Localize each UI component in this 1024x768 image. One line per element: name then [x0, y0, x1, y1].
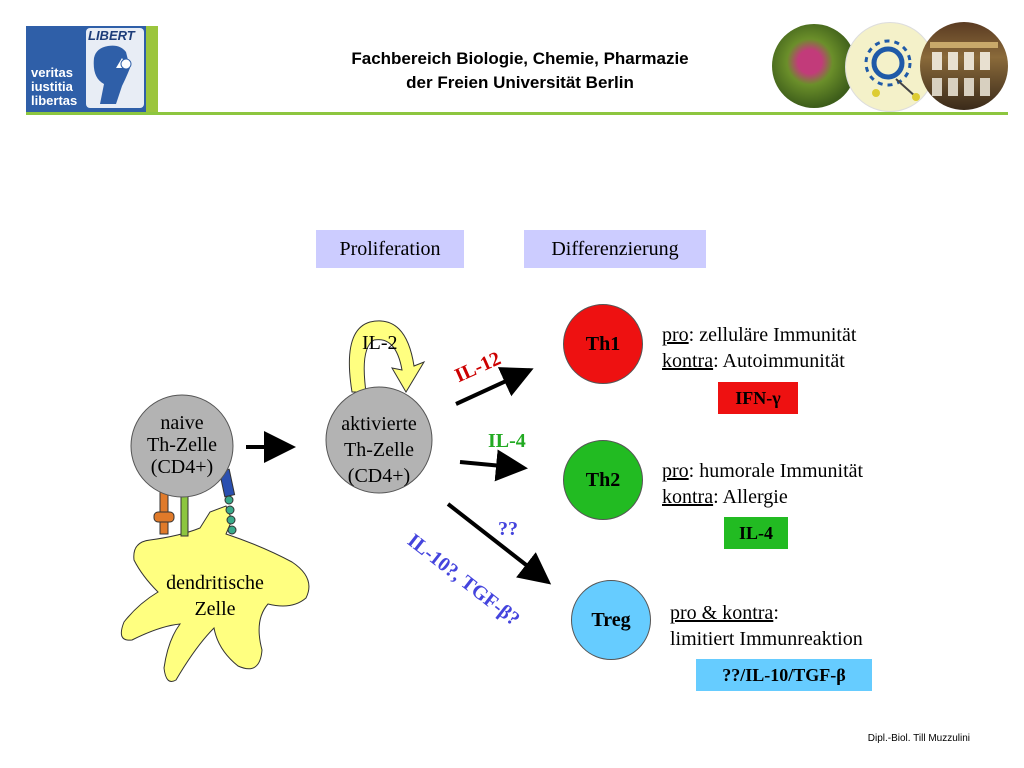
dendritic-cell-label: dendritische Zelle: [150, 570, 280, 622]
th1-cell-name: Th1: [585, 332, 621, 355]
department-title: Fachbereich Biologie, Chemie, Pharmazie …: [260, 47, 780, 95]
th2-cell-name: Th2: [585, 468, 621, 491]
dendritic-cell-label-line: Zelle: [194, 598, 236, 620]
th2-pro-text: : humorale Immunität: [688, 460, 864, 482]
logo-stripe: [146, 26, 158, 112]
treg-pro-contra: pro & kontra:: [670, 600, 779, 626]
department-title-line2: der Freien Universität Berlin: [406, 73, 634, 92]
treg-pro-text: :: [773, 602, 779, 624]
costim-bead: [227, 525, 237, 535]
treg-cell: Treg: [571, 580, 651, 660]
logo-seal-text: LIBERT: [88, 28, 135, 43]
dendritic-cell-label-line: dendritische: [166, 572, 264, 594]
proliferation-label: Proliferation: [316, 230, 464, 268]
header-photo-pharmacy: [920, 22, 1008, 110]
il2-loop-arrow: [348, 320, 426, 393]
th1-pro: pro: zelluläre Immunität: [662, 322, 856, 348]
treg-unknown-label: ??: [498, 518, 518, 540]
costim-bead: [226, 515, 236, 525]
naive-cell-label-line: naive: [160, 412, 204, 434]
treg-limit-text: limitiert Immunreaktion: [670, 628, 863, 650]
th2-cytokine-badge: IL-4: [724, 517, 788, 549]
activated-cell-shape: [325, 386, 433, 494]
il4-arrow-label: IL-4: [488, 430, 526, 452]
arrow-to-treg: [446, 502, 552, 585]
th1-pro-label: pro: [662, 324, 689, 346]
th1-contra-text: : Autoimmunität: [713, 350, 845, 372]
author-credit: Dipl.-Biol. Till Muzzulini: [867, 733, 970, 744]
header-divider: [26, 112, 1008, 115]
th2-pro: pro: humorale Immunität: [662, 458, 863, 484]
th1-contra-label: kontra: [662, 350, 714, 372]
treg-cell-name: Treg: [591, 608, 631, 631]
th1-cell: Th1: [563, 304, 643, 384]
th1-contra: kontra: Autoimmunität: [662, 348, 845, 374]
logo-motto-line: veritas: [31, 65, 73, 80]
differenzierung-label: Differenzierung: [524, 230, 706, 268]
naive-cell-label-line: (CD4+): [150, 456, 214, 478]
header-photo-plant: [772, 24, 856, 108]
activated-cell-label-line: (CD4+): [347, 465, 411, 487]
th2-contra-label: kontra: [662, 486, 714, 508]
logo-motto: veritas iustitia libertas: [31, 66, 77, 108]
costim-bead: [224, 495, 234, 505]
naive-cell-label-line: Th-Zelle: [147, 434, 217, 456]
naive-cell-label: naive Th-Zelle (CD4+): [132, 412, 232, 478]
th2-contra-text: : Allergie: [713, 486, 788, 508]
treg-pro-label: pro & kontra: [670, 602, 774, 624]
logo-seal: [86, 28, 144, 108]
th1-cytokine-badge: IFN-γ: [718, 382, 798, 414]
receptor-clamp: [153, 511, 175, 523]
treg-cytokine-badge: ??/IL-10/TGF-β: [696, 659, 872, 691]
il2-label: IL-2: [362, 332, 398, 354]
arrow-to-th2: [459, 449, 528, 482]
costim-bead: [225, 505, 235, 515]
department-title-line1: Fachbereich Biologie, Chemie, Pharmazie: [351, 49, 689, 68]
th2-cell: Th2: [563, 440, 643, 520]
dendritic-cell-shape: [120, 505, 310, 682]
logo-motto-line: iustitia: [31, 79, 73, 94]
naive-cell-shape: [130, 394, 234, 498]
th1-pro-text: : zelluläre Immunität: [688, 324, 857, 346]
activated-cell-label: aktivierte Th-Zelle (CD4+): [326, 411, 432, 489]
activated-cell-label-line: Th-Zelle: [344, 439, 414, 461]
arrow-to-th1: [455, 367, 534, 406]
th2-contra: kontra: Allergie: [662, 484, 788, 510]
activated-cell-label-line: aktivierte: [341, 413, 417, 435]
th2-pro-label: pro: [662, 460, 689, 482]
logo-motto-line: libertas: [31, 93, 78, 108]
